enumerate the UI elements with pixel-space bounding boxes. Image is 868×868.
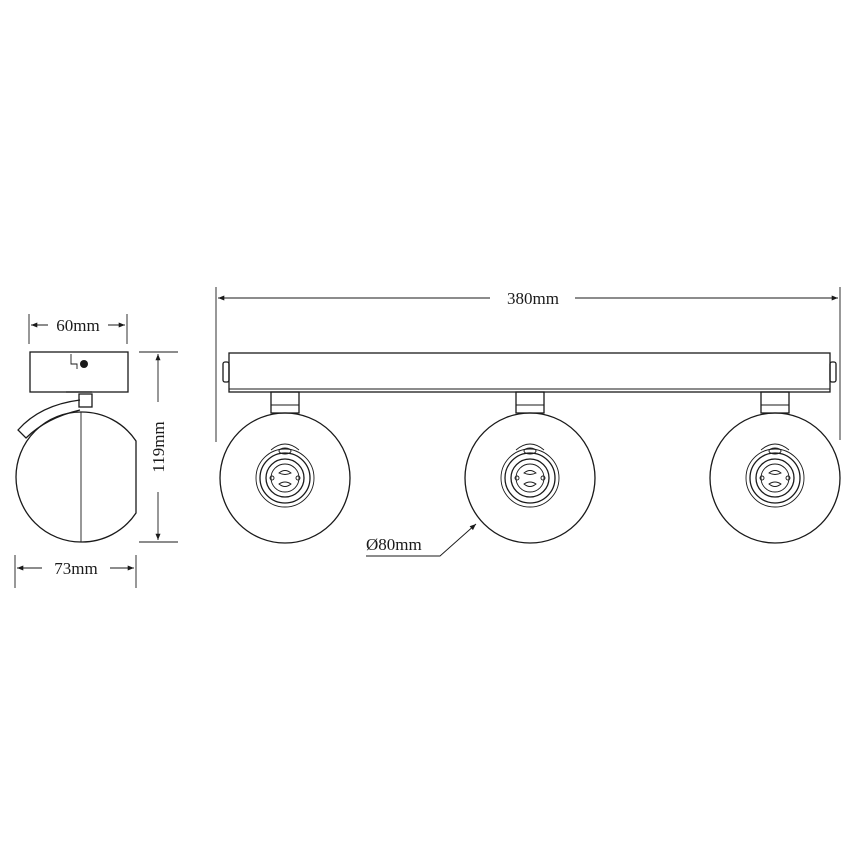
arm bbox=[17, 391, 92, 439]
dimension-60mm: 60mm bbox=[56, 316, 99, 335]
ball-front bbox=[80, 411, 137, 543]
spotlight-1 bbox=[219, 391, 351, 544]
ball-shell bbox=[15, 411, 82, 543]
front-view: 380mm Ø80mm bbox=[215, 287, 841, 557]
mounting-bar bbox=[228, 352, 831, 393]
dimension-119mm: 119mm bbox=[149, 421, 168, 472]
end-cap bbox=[222, 361, 230, 383]
spotlight-2 bbox=[464, 391, 596, 544]
ceiling-base bbox=[29, 351, 129, 393]
spotlight-3 bbox=[709, 391, 841, 544]
dimension-diameter: Ø80mm bbox=[366, 535, 422, 554]
diameter-leader bbox=[366, 523, 477, 557]
side-view: 60mm 119mm 73mm bbox=[14, 314, 178, 588]
joint bbox=[78, 393, 93, 408]
end-cap bbox=[829, 361, 837, 383]
dimension-380mm: 380mm bbox=[507, 289, 559, 308]
dimension-73mm: 73mm bbox=[54, 559, 97, 578]
screw bbox=[80, 360, 88, 368]
